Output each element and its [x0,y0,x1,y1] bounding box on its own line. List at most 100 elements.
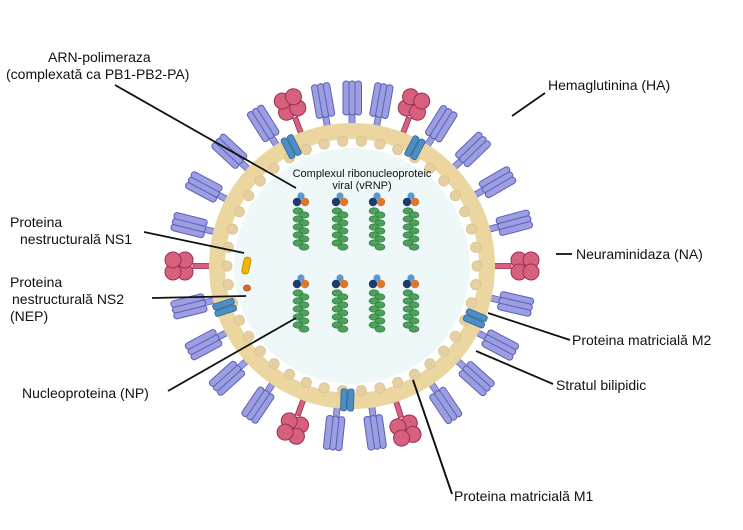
label-ns2-line3: (NEP) [10,308,49,324]
m1-matrix-bead [470,241,482,253]
leader-lipid-bilayer [475,350,554,385]
m1-matrix-bead [374,382,386,394]
polymerase-pa [336,192,344,200]
m1-matrix-bead [424,358,436,370]
polymerase-pb1 [402,279,412,289]
m1-matrix-bead [392,376,404,388]
m1-matrix-bead [254,175,266,187]
m1-matrix-bead [408,368,420,380]
hemagglutinin-spike [184,171,237,207]
m1-matrix-bead [355,135,367,147]
label-nucleoprotein: Nucleoproteina (NP) [22,385,149,401]
m2-ion-channel [462,308,488,329]
polymerase-pb1 [292,197,302,207]
label-rna-polymerase-line1: ARN-polimeraza [48,49,151,65]
m1-matrix-bead [233,314,245,326]
m1-matrix-bead [222,279,234,291]
leader-m1-segment [412,379,453,495]
m2-ion-channel [404,135,426,161]
m2-ion-channel [212,297,237,317]
neuraminidase-spike [273,88,307,142]
polymerase-pa [336,274,344,282]
hemagglutinin-spike [369,82,394,137]
polymerase-pa [297,274,305,282]
polymerase-pb2 [300,279,310,289]
polymerase-pb1 [402,197,412,207]
polymerase-pb1 [292,279,302,289]
m1-matrix-bead [465,223,477,235]
leader-nucleoprotein [167,317,297,392]
m1-matrix-bead [449,190,461,202]
vrnp-segment [292,192,310,251]
polymerase-pb2 [339,197,349,207]
polymerase-pb2 [339,279,349,289]
neuraminidase-spike [389,393,422,447]
hemagglutinin-spike [184,325,237,361]
m1-matrix-bead [438,175,450,187]
leader-ns2 [151,295,247,299]
label-ns1: Proteina nestructurală NS1 [10,214,132,248]
label-m2: Proteina matricială M2 [572,332,712,348]
vrnp-segment [368,192,386,251]
m1-matrix-bead [268,162,280,174]
label-ns1-line1: Proteina [10,214,63,230]
neuraminidase-spike [164,251,218,281]
m1-matrix-bead [318,382,330,394]
polymerase-pb1 [331,279,341,289]
leader-ns1 [143,231,245,254]
m1-matrix-bead [233,206,245,218]
m2-ion-channel [280,134,302,160]
m1-matrix-bead [243,330,255,342]
polymerase-pa [373,192,381,200]
m1-matrix-bead [459,206,471,218]
m1-matrix-bead [254,345,266,357]
vrnp-segment [402,274,420,333]
polymerase-pb1 [368,197,378,207]
label-neuraminidase: Neuraminidaza (NA) [576,246,703,262]
hemagglutinin-spike [465,166,517,203]
m1-matrix-bead [283,368,295,380]
label-vrnp-line2: viral (vRNP) [332,180,392,192]
polymerase-pa [297,192,305,200]
m1-matrix-bead [471,260,483,272]
vrnp-segment [402,192,420,251]
label-vrnp: Complexul ribonucleoproteic viral (vRNP) [282,168,442,192]
m1-matrix-bead [392,144,404,156]
m1-matrix-bead [221,260,233,272]
polymerase-pb1 [368,279,378,289]
hemagglutinin-spike [323,397,346,452]
hemagglutinin-spike [448,352,495,397]
m1-matrix-bead [438,345,450,357]
m1-matrix-bead [470,279,482,291]
vrnp-segment [331,274,349,333]
m1-matrix-bead [227,223,239,235]
m1-matrix-bead [337,135,349,147]
vrnp-segment [368,274,386,333]
m1-matrix-bead [268,358,280,370]
ns2-protein [243,284,251,292]
hemagglutinin-spike [480,291,535,317]
polymerase-pb2 [376,279,386,289]
label-rna-polymerase: ARN-polimeraza (complexată ca PB1-PB2-PA… [6,49,189,83]
polymerase-pb2 [376,197,386,207]
m1-matrix-bead [318,138,330,150]
m1-matrix-bead [300,144,312,156]
m1-matrix-bead [465,297,477,309]
label-ns2-line2: nestructurală NS2 [12,291,125,307]
polymerase-pb2 [410,197,420,207]
label-ns2: Proteina nestructurală NS2 (NEP) [10,274,124,325]
hemagglutinin-spike [467,325,520,361]
label-ns2-line1: Proteina [10,274,63,290]
label-m1: Proteina matricială M1 [454,488,594,504]
label-ns1-line2: nestructurală NS1 [20,231,133,247]
polymerase-pb1 [331,197,341,207]
polymerase-pb2 [410,279,420,289]
label-hemagglutinin: Hemaglutinina (HA) [548,77,671,93]
leader-rna-polymerase [114,84,297,189]
neuraminidase-spike [486,251,540,281]
m1-matrix-bead [243,190,255,202]
polymerase-pa [373,274,381,282]
polymerase-pb2 [300,197,310,207]
